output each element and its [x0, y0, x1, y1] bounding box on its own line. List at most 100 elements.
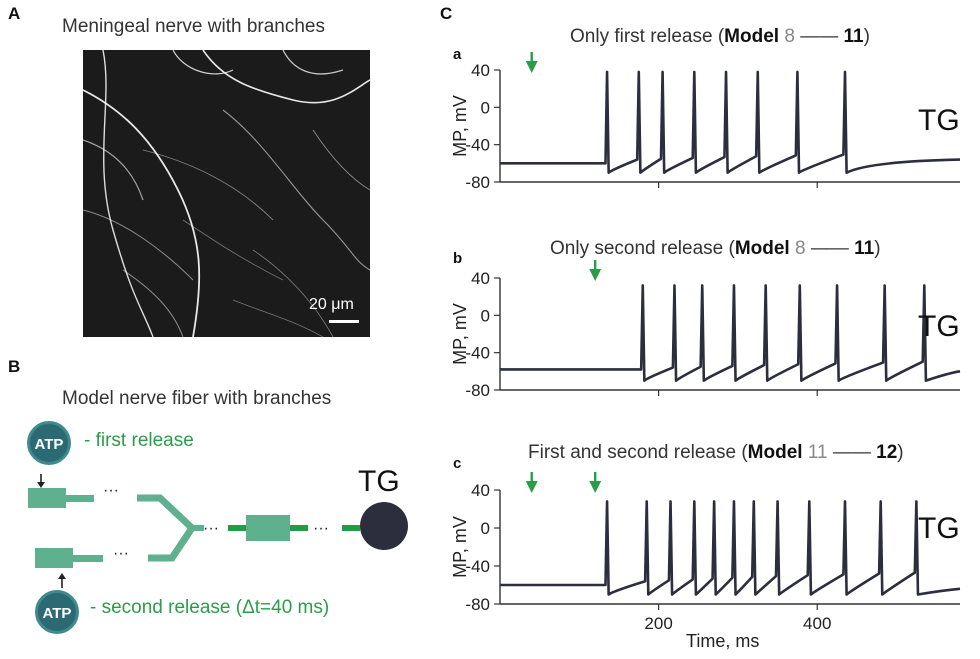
main-fiber-end — [342, 525, 360, 531]
title-close: ) — [897, 442, 904, 463]
tg-label-b-chart: TG — [918, 310, 960, 343]
title-text: Only second release ( — [550, 238, 735, 259]
y-tick-label: 0 — [481, 306, 490, 325]
atp-first-icon: ATP — [27, 421, 71, 465]
scale-bar-label: 20 μm — [309, 296, 354, 313]
y-axis-label: MP, mV — [450, 303, 470, 365]
main-fiber-left — [228, 525, 246, 531]
subpanel-b-title: Only second release (Model 8 —— 11) — [550, 238, 881, 260]
nerve-fiber — [83, 139, 144, 201]
title-dash: —— — [800, 26, 839, 47]
title-dash: —— — [832, 442, 871, 463]
atp-first-label: ATP — [34, 436, 64, 453]
panel-a-letter: A — [8, 4, 21, 23]
panel-b-letter: B — [8, 357, 21, 376]
x-axis-label: Time, ms — [686, 631, 760, 651]
main-fiber-segment — [246, 515, 290, 541]
nerve-fiber — [282, 50, 344, 75]
panel-a-title: Meningeal nerve with branches — [62, 16, 325, 37]
nerve-fiber — [202, 50, 370, 104]
branch-bottom-tail — [73, 555, 103, 562]
panel-b-title: Model nerve fiber with branches — [62, 388, 332, 409]
title-model: Model — [724, 26, 780, 47]
nerve-fiber — [182, 219, 284, 281]
y-tick-label: -80 — [465, 173, 490, 192]
tg-soma — [360, 502, 408, 550]
nerve-fiber — [102, 50, 154, 337]
dots-main: ··· — [313, 520, 329, 537]
atp-second-label: ATP — [42, 605, 72, 622]
title-model: Model — [747, 442, 803, 463]
micrograph-image: 20 μm — [83, 50, 370, 337]
y-tick-label: 0 — [481, 98, 490, 117]
title-from: 8 — [784, 26, 795, 47]
x-tick-label: 400 — [803, 614, 831, 633]
branch-merge-top — [137, 494, 195, 531]
y-tick-label: -80 — [465, 595, 490, 614]
title-to: 11 — [843, 26, 864, 47]
x-tick-label: 200 — [644, 614, 672, 633]
tg-label-b: TG — [358, 465, 400, 498]
nerve-fiber — [232, 299, 324, 337]
first-release-label: - first release — [84, 430, 194, 451]
y-tick-label: -40 — [465, 136, 490, 155]
release-arrow-head — [589, 269, 602, 281]
scale-bar — [329, 320, 359, 323]
atp-second-icon: ATP — [35, 590, 79, 634]
y-tick-label: 40 — [471, 481, 490, 500]
tg-label-c: TG — [918, 512, 960, 545]
y-tick-label: -40 — [465, 344, 490, 363]
y-tick-label: 40 — [471, 269, 490, 288]
nerve-fiber — [222, 109, 370, 271]
title-model: Model — [734, 238, 790, 259]
main-fiber-right — [290, 525, 308, 531]
tg-label-a: TG — [918, 104, 960, 137]
y-axis-label: MP, mV — [450, 516, 470, 578]
membrane-potential-trace — [500, 500, 961, 596]
y-tick-label: -40 — [465, 557, 490, 576]
nerve-fiber — [252, 249, 334, 337]
branch-junction — [190, 525, 204, 531]
y-axis-label: MP, mV — [450, 95, 470, 157]
dots-top: ··· — [103, 482, 119, 499]
nerve-fiber — [83, 209, 194, 281]
membrane-potential-trace — [500, 284, 961, 382]
nerve-fiber — [312, 129, 370, 191]
subpanel-c-title: First and second release (Model 11 —— 12… — [528, 442, 904, 464]
title-text: Only first release ( — [570, 26, 725, 47]
subpanel-b-letter: b — [453, 250, 463, 267]
branch-top-tail — [66, 495, 94, 502]
micrograph-fibers — [83, 50, 370, 337]
dots-junction: ··· — [203, 520, 219, 537]
release-arrow-head — [525, 61, 538, 73]
arrow-first-head — [37, 482, 45, 488]
branch-bottom-segment — [35, 548, 73, 568]
title-to: 11 — [854, 238, 875, 259]
nerve-fiber — [172, 50, 234, 75]
subpanel-c-letter: c — [453, 455, 462, 472]
release-arrow-head — [589, 481, 602, 493]
branch-top-segment — [28, 488, 66, 508]
subpanel-a-letter: a — [453, 46, 462, 63]
y-tick-label: 0 — [481, 519, 490, 538]
y-tick-label: 40 — [471, 61, 490, 80]
title-to: 12 — [876, 442, 898, 463]
title-from: 8 — [795, 238, 806, 259]
nerve-fiber — [142, 149, 274, 221]
panel-c-letter: C — [440, 4, 453, 23]
title-text: First and second release ( — [528, 442, 748, 463]
y-tick-label: -80 — [465, 381, 490, 400]
second-release-label: - second release (Δt=40 ms) — [90, 597, 330, 618]
branch-merge-bottom — [148, 526, 195, 562]
title-from: 11 — [807, 442, 828, 463]
membrane-potential-trace — [500, 70, 961, 174]
subpanel-a-title: Only first release (Model 8 —— 11) — [570, 26, 870, 48]
model-fiber-diagram — [28, 474, 360, 588]
dots-bottom: ··· — [113, 545, 129, 562]
nerve-fiber — [83, 89, 201, 337]
release-arrow-head — [525, 481, 538, 493]
nerve-fiber — [122, 269, 184, 337]
arrow-second-head — [58, 573, 66, 579]
